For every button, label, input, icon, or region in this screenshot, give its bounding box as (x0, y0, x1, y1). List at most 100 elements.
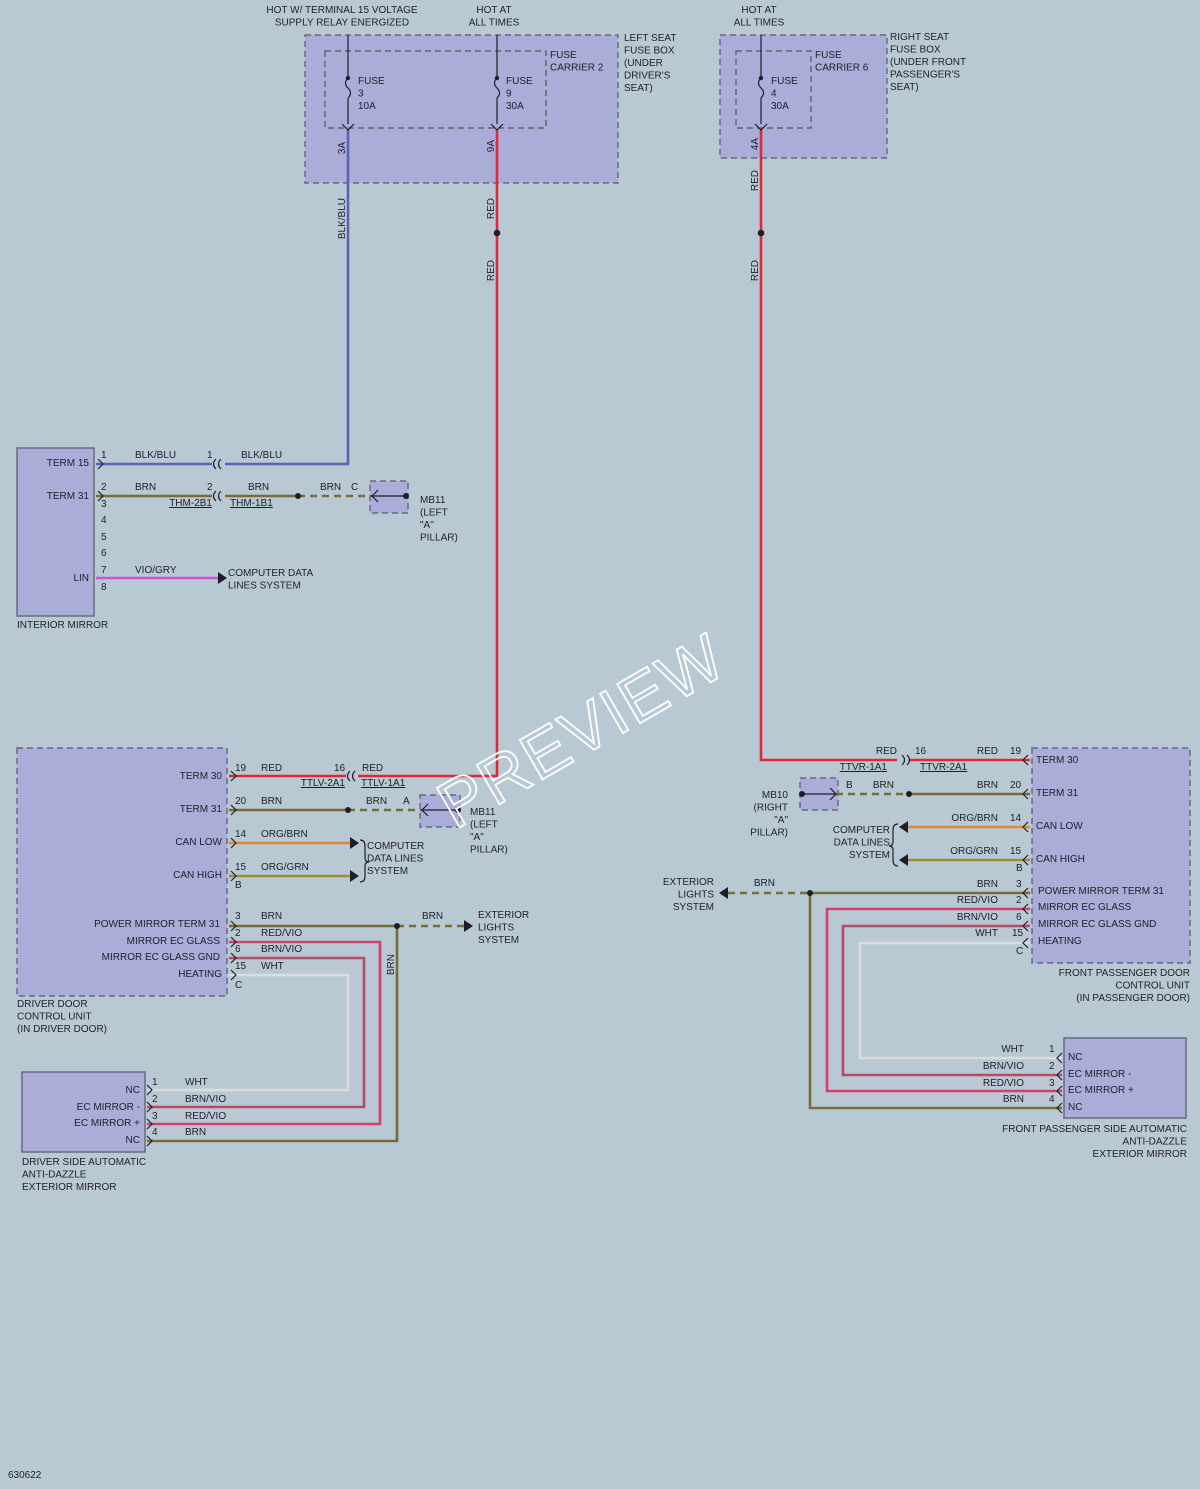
inline-connector-16-right-icon (901, 754, 911, 766)
fuse3-dot (345, 75, 351, 81)
comp-right-brace-icon (888, 823, 899, 867)
vertical-wire-label: RED (750, 260, 761, 281)
label-connectors-ttvr2a1: TTVR-2A1 (920, 762, 968, 773)
red-right-splice (757, 229, 765, 237)
fuse4-dot (758, 75, 764, 81)
can-high-left-arrow-icon (350, 870, 359, 882)
label-connectors-thm2b1: THM-2B1 (169, 498, 212, 509)
label-connectors-ttvr1a1: TTVR-1A1 (840, 762, 888, 773)
pin-number: 6 (235, 944, 241, 955)
label-passenger_door-can_low: CAN LOW (1036, 821, 1083, 832)
label-wires-blk_blu: BLK/BLU (241, 450, 282, 461)
brn-wire-driver-mirror (147, 926, 399, 1143)
pin-number: 4 (1049, 1094, 1055, 1105)
label-driver_door-pm31: POWER MIRROR TERM 31 (94, 919, 220, 930)
right-seat-fuse-box (719, 34, 888, 159)
label-interior_mirror-lin: LIN (73, 573, 89, 584)
label-wires-brn: BRN (261, 796, 282, 807)
driver-mirror-box (21, 1071, 146, 1153)
label-passenger_mirror-ec_minus: EC MIRROR - (1068, 1069, 1131, 1080)
label-wires-red_vio: RED/VIO (983, 1078, 1024, 1089)
pin-number: B (846, 780, 853, 791)
label-wires-brn: BRN (248, 482, 269, 493)
fuse4-symbol (757, 77, 765, 99)
pin-number: 16 (915, 746, 927, 757)
label-wires-org_brn: ORG/BRN (951, 813, 998, 824)
brn-passenger-pm-splice (807, 890, 813, 896)
driver-door-control-unit-box (16, 747, 228, 997)
label-wires-vio_gry: VIO/GRY (135, 565, 177, 576)
inline-connector-16-left-icon (346, 770, 356, 782)
label-wires-brn: BRN (977, 879, 998, 890)
pin-number: C (1016, 946, 1023, 957)
pin-number: 6 (1016, 912, 1022, 923)
pin-number: 1 (101, 450, 107, 461)
wht-wire-passenger (858, 941, 1062, 1060)
label-interior_mirror-label: INTERIOR MIRROR (17, 620, 108, 631)
pin-number: C (351, 482, 358, 493)
brn-driver-pm-splice (394, 923, 400, 929)
label-passenger_door-heating: HEATING (1038, 936, 1082, 947)
label-wires-blk_blu: BLK/BLU (135, 450, 176, 461)
label-driver_door-can_high: CAN HIGH (173, 870, 222, 881)
can-high-right-arrow-icon (899, 854, 908, 866)
label-wires-red_vio: RED/VIO (261, 928, 302, 939)
brn-driver-splice (345, 807, 351, 813)
brn-vio-wire-passenger (841, 924, 1062, 1077)
label-wires-red: RED (362, 763, 383, 774)
label-wires-brn: BRN (977, 780, 998, 791)
label-wires-red: RED (261, 763, 282, 774)
label-wires-brn_vio: BRN/VIO (957, 912, 998, 923)
watermark: PREVIEW (425, 619, 738, 842)
label-wires-brn: BRN (185, 1127, 206, 1138)
vertical-wire-label: BLK/BLU (337, 198, 348, 239)
passenger-mirror-box (1063, 1037, 1187, 1119)
pin-number: 1 (1049, 1044, 1055, 1055)
pin-number: 6 (101, 548, 107, 559)
label-wires-red: RED (876, 746, 897, 757)
pin-number: 15 (1012, 928, 1024, 939)
label-wires-brn: BRN (754, 878, 775, 889)
pin-number: 20 (235, 796, 247, 807)
label-driver_door-term30: TERM 30 (180, 771, 223, 782)
label-driver_mirror-nc2: NC (126, 1135, 140, 1146)
label-wires-red_vio: RED/VIO (185, 1111, 226, 1122)
label-passenger_mirror-ec_plus: EC MIRROR + (1068, 1085, 1134, 1096)
vio-arrow-icon (218, 572, 227, 584)
label-grounds-mb10: MB10(RIGHT"A"PILLAR) (750, 790, 788, 839)
pin-number: 1 (152, 1077, 158, 1088)
driver-mirror-pin-icon (146, 1084, 153, 1147)
can-low-right-arrow-icon (899, 821, 908, 833)
label-wires-red: RED (977, 746, 998, 757)
label-connectors-thm1b1: THM-1B1 (230, 498, 273, 509)
pin-number: 3 (152, 1111, 158, 1122)
label-figure_id: 630622 (8, 1470, 42, 1481)
label-wires-wht: WHT (261, 961, 284, 972)
blk-blu-wire (225, 130, 350, 466)
pin-number: 14 (235, 829, 247, 840)
pin-number: 2 (207, 482, 213, 493)
vertical-wire-label: RED (750, 170, 761, 191)
pin-number: 4 (152, 1127, 158, 1138)
ext-right-arrow-icon (719, 887, 728, 899)
interior-mirror-pin-icon (97, 458, 104, 502)
mb11-mid-ground-box (419, 794, 461, 828)
left-seat-fuse-box (304, 34, 619, 184)
label-wires-wht: WHT (975, 928, 998, 939)
label-wires-wht: WHT (1001, 1044, 1024, 1055)
label-wires-brn: BRN (873, 780, 894, 791)
wht-wire-driver (147, 973, 350, 1092)
label-grounds-mb11_top: MB11(LEFT"A"PILLAR) (420, 495, 458, 544)
